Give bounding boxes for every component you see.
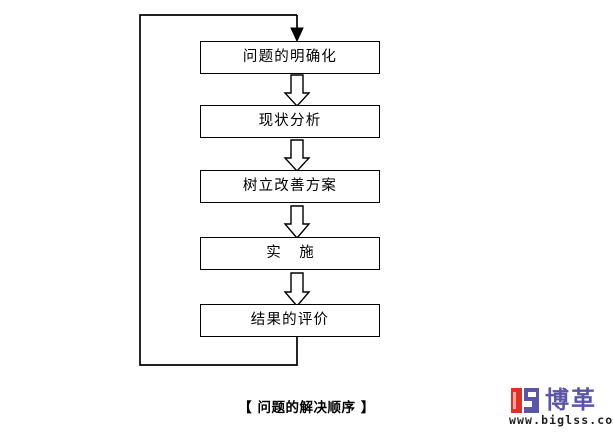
- flow-step-problem-clarification[interactable]: 问题的明确化: [200, 41, 380, 74]
- entry-arrow-head-icon: [290, 27, 304, 43]
- hollow-arrow-1-icon: [283, 74, 311, 108]
- hollow-arrow-4-icon: [283, 272, 311, 308]
- hollow-arrow-2-icon: [283, 139, 311, 173]
- logo-letter-i-shape: [511, 388, 522, 413]
- brand-url: www.biglss.com: [509, 413, 613, 427]
- flow-step-improvement-plan[interactable]: 树立改善方案: [200, 170, 380, 203]
- brand-logo: 博革 www.biglss.com: [507, 386, 613, 431]
- feedback-loop-line: [139, 14, 298, 366]
- flow-step-result-evaluation[interactable]: 结果的评价: [200, 304, 380, 337]
- brand-name-cn: 博革: [545, 386, 597, 414]
- logo-letter-g-shape: [524, 388, 539, 413]
- flow-step-current-analysis[interactable]: 现状分析: [200, 105, 380, 138]
- diagram-caption: 【 问题的解决顺序 】: [238, 400, 375, 416]
- hollow-arrow-3-icon: [283, 205, 311, 240]
- flow-step-implementation[interactable]: 实 施: [200, 237, 380, 270]
- brand-logo-mark-icon: [511, 388, 539, 413]
